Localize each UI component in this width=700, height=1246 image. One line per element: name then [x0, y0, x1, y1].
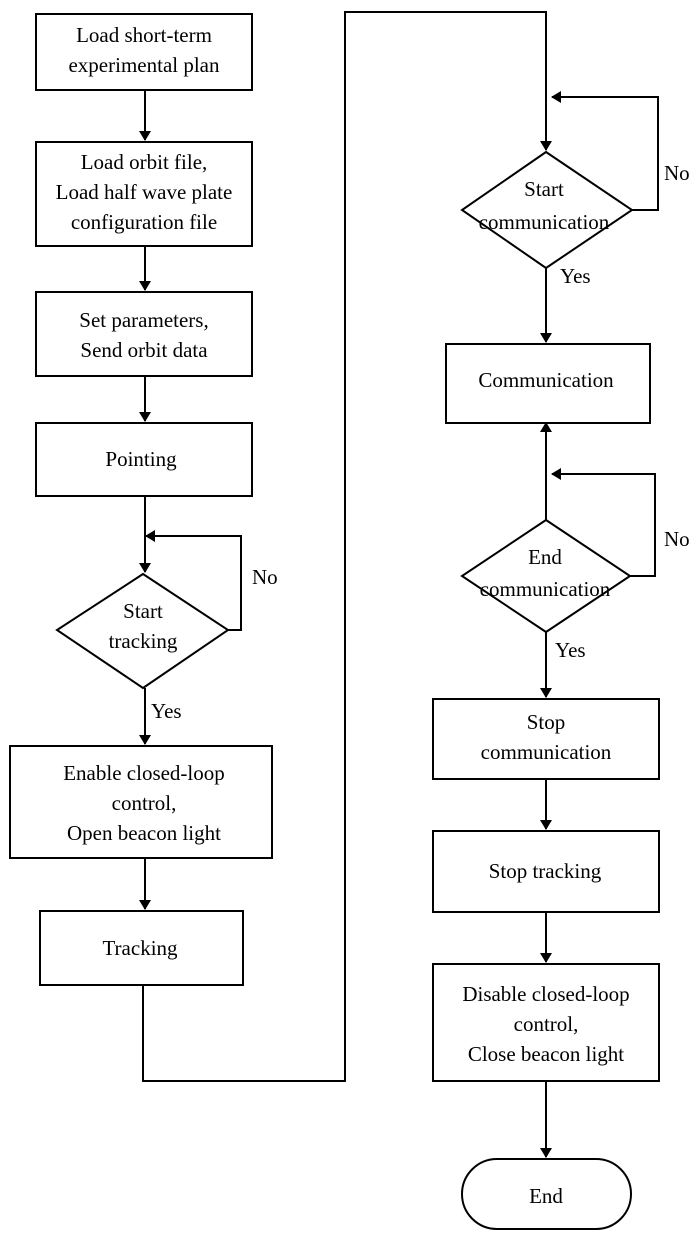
node-stop-comm: Stop communication	[432, 698, 660, 780]
node-load-orbit: Load orbit file, Load half wave plate co…	[35, 141, 253, 247]
node-stop-comm-line-1: Stop	[527, 710, 566, 734]
node-start-tracking-line-2: tracking	[109, 629, 178, 653]
node-enable-loop-line-3: Open beacon light	[67, 821, 221, 845]
node-disable-loop-line-1: Disable closed-loop	[462, 982, 629, 1006]
node-tracking: Tracking	[39, 910, 244, 986]
node-load-orbit-line-1: Load orbit file,	[81, 150, 208, 174]
node-load-plan-line-2: experimental plan	[68, 53, 220, 77]
node-pointing: Pointing	[35, 422, 253, 497]
node-end-comm: End communication	[460, 518, 632, 634]
label-comm-end-no: No	[664, 527, 690, 551]
label-comm-start-no: No	[664, 161, 690, 185]
label-tracking-yes: Yes	[151, 699, 182, 723]
label-tracking-no: No	[252, 565, 278, 589]
node-enable-loop-line-1: Enable closed-loop	[63, 761, 225, 785]
node-start-tracking-line-1: Start	[123, 599, 163, 623]
node-start-comm-line-2: communication	[479, 210, 610, 234]
node-set-params: Set parameters, Send orbit data	[35, 291, 253, 377]
node-stop-tracking: Stop tracking	[432, 830, 660, 913]
node-end-comm-line-1: End	[528, 545, 562, 569]
edges	[139, 11, 659, 1158]
node-end: End	[461, 1158, 632, 1230]
edge-tracking-to-start-comm	[142, 11, 552, 1082]
node-enable-loop: Enable closed-loop control, Open beacon …	[9, 745, 273, 859]
node-enable-loop-line-2: control,	[112, 791, 177, 815]
node-end-comm-line-2: communication	[480, 577, 611, 601]
node-load-plan-line-1: Load short-term	[76, 23, 212, 47]
node-disable-loop-line-3: Close beacon light	[468, 1042, 624, 1066]
node-stop-tracking-label: Stop tracking	[489, 859, 602, 883]
node-pointing-label: Pointing	[105, 447, 177, 471]
label-comm-end-yes: Yes	[555, 638, 586, 662]
edge-start-tracking-no-loop	[145, 530, 242, 631]
node-communication: Communication	[445, 343, 651, 424]
node-disable-loop: Disable closed-loop control, Close beaco…	[432, 963, 660, 1082]
node-end-label: End	[529, 1184, 563, 1208]
node-set-params-line-2: Send orbit data	[80, 338, 208, 362]
node-load-orbit-line-3: configuration file	[71, 210, 217, 234]
node-load-plan: Load short-term experimental plan	[35, 13, 253, 91]
label-comm-start-yes: Yes	[560, 264, 591, 288]
node-load-orbit-line-2: Load half wave plate	[56, 180, 233, 204]
node-disable-loop-line-2: control,	[514, 1012, 579, 1036]
node-start-tracking: Start tracking	[55, 572, 230, 690]
node-tracking-label: Tracking	[102, 936, 178, 960]
node-start-comm-line-1: Start	[524, 177, 564, 201]
node-communication-label: Communication	[478, 368, 614, 392]
node-stop-comm-line-2: communication	[481, 740, 612, 764]
node-start-comm: Start communication	[460, 150, 634, 270]
edge-start-comm-no-loop	[551, 91, 659, 211]
node-set-params-line-1: Set parameters,	[79, 308, 208, 332]
edge-end-comm-no-loop	[551, 468, 656, 577]
